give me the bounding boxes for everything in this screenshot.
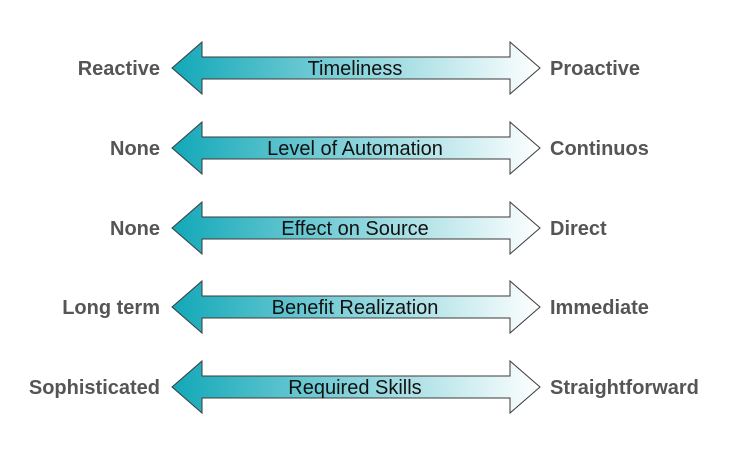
- left-label: None: [110, 218, 160, 240]
- double-headed-arrow: [171, 120, 541, 176]
- arrow-label: Level of Automation: [267, 138, 443, 160]
- left-label: Long term: [62, 297, 160, 319]
- arrow-label: Effect on Source: [281, 218, 429, 240]
- spectrum-row: Long term Benefit Realization Immediate: [62, 279, 649, 335]
- right-label: Immediate: [550, 297, 649, 319]
- double-headed-arrow: [171, 279, 541, 335]
- arrow-label: Required Skills: [288, 377, 421, 399]
- double-headed-arrow: [171, 40, 541, 96]
- spectrum-row: None Level of Automation Continuos: [110, 120, 649, 176]
- left-label: Reactive: [78, 58, 160, 80]
- spectrum-row: None Effect on Source Direct: [110, 200, 607, 256]
- arrow-label: Benefit Realization: [272, 297, 439, 319]
- right-label: Straightforward: [550, 377, 699, 399]
- double-headed-arrow: [171, 359, 541, 415]
- right-label: Continuos: [550, 138, 649, 160]
- left-label: Sophisticated: [29, 377, 160, 399]
- left-label: None: [110, 138, 160, 160]
- right-label: Proactive: [550, 58, 640, 80]
- double-headed-arrow: [171, 200, 541, 256]
- arrow-label: Timeliness: [308, 58, 403, 80]
- spectrum-row: Reactive Timeliness Proactive: [78, 40, 640, 96]
- spectrum-row: Sophisticated Required Skills Straightfo…: [29, 359, 699, 415]
- right-label: Direct: [550, 218, 607, 240]
